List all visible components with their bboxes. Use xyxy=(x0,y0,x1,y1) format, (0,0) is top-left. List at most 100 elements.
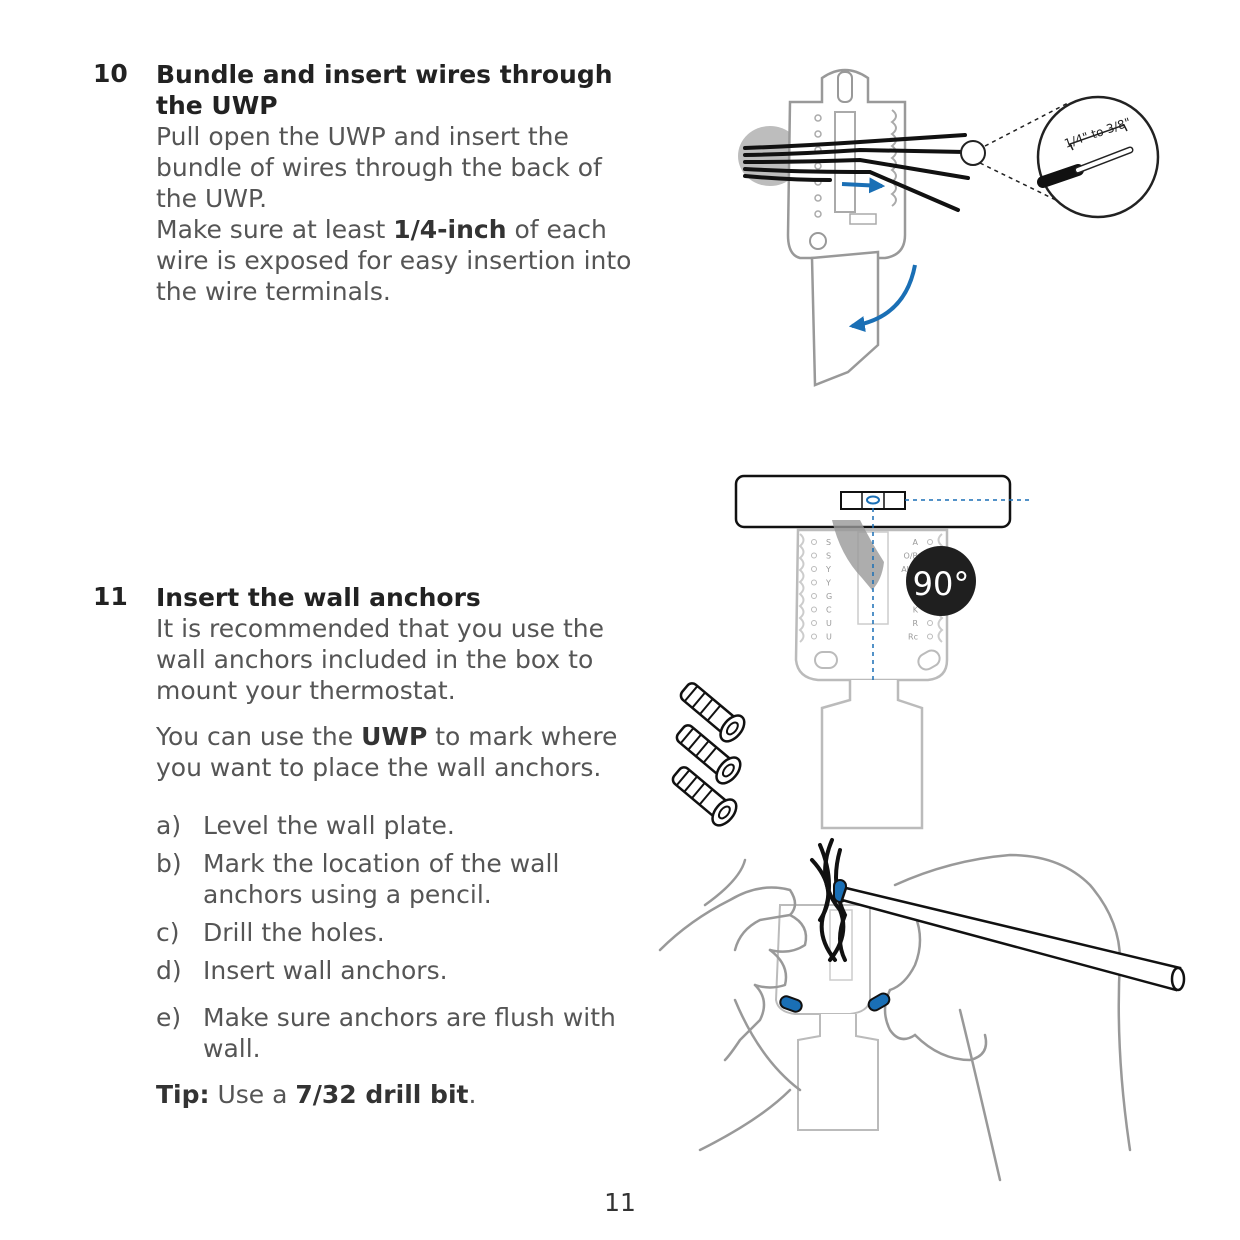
step-10-p1-line1: Pull open the UWP and insert the xyxy=(156,122,569,151)
terminal-screw xyxy=(811,552,817,559)
anchor-mark-left xyxy=(779,995,803,1013)
step-11-number: 11 xyxy=(93,582,128,611)
terminal-label: R xyxy=(912,619,918,628)
wire-stub xyxy=(832,520,884,590)
terminal-label: G xyxy=(826,592,832,601)
step-11-title: Insert the wall anchors xyxy=(156,583,481,612)
list-item-label: c) xyxy=(156,918,180,947)
flap-arrow xyxy=(848,264,917,332)
step-10-p2-line2: wire is exposed for easy insertion into xyxy=(156,246,632,275)
wire-bundle xyxy=(743,133,970,212)
terminal-screw xyxy=(811,566,817,572)
tip-label: Tip: xyxy=(156,1080,210,1109)
step-11-p1-line2: wall anchors included in the box to xyxy=(156,645,594,674)
left-hand xyxy=(658,858,808,1152)
step-11-list: a) Level the wall plate. b) Mark the locat… xyxy=(156,810,636,1064)
terminal-label: S xyxy=(826,552,831,561)
list-item-label: d) xyxy=(156,956,182,985)
list-item-label: e) xyxy=(156,1003,182,1032)
plate-tab xyxy=(849,213,877,225)
terminal-label: C xyxy=(826,606,832,615)
step-11-paragraph-1: It is recommended that you use the wall … xyxy=(156,613,636,706)
terminal-label: S xyxy=(826,538,831,547)
level-vial xyxy=(840,491,906,510)
step-10-title-line1: Bundle and insert wires through xyxy=(156,60,613,89)
wall-anchor xyxy=(671,766,738,827)
step-10-p2-line3: the wire terminals. xyxy=(156,277,391,306)
terminal-label: Y xyxy=(825,579,831,588)
terminal-label: K xyxy=(913,606,919,615)
plate-flap-2 xyxy=(820,680,924,830)
terminal-screw xyxy=(811,593,817,599)
step-10-paragraph-2: Make sure at least 1/4-inch of each wire… xyxy=(156,214,636,307)
right-hand xyxy=(883,853,1132,1182)
level-bubble xyxy=(809,232,827,250)
zoom-callout-circle xyxy=(1036,95,1160,219)
step-10-paragraph-1: Pull open the UWP and insert the bundle … xyxy=(156,121,636,214)
step-11-p2-bold: UWP xyxy=(361,722,428,751)
pencil-icon xyxy=(840,886,1186,992)
plate-flap-3 xyxy=(797,1014,879,1131)
step-10-p1-line3: the UWP. xyxy=(156,184,268,213)
step-11-block: Insert the wall anchors It is recommende… xyxy=(156,582,636,1110)
anchor-hole-right xyxy=(917,649,941,671)
hands-marking-illustration xyxy=(658,838,1186,1182)
terminal-screw xyxy=(811,620,817,626)
list-item-text: Insert wall anchors. xyxy=(203,956,448,985)
terminal-column-right xyxy=(890,109,897,207)
angle-badge xyxy=(906,546,976,616)
terminal-screw xyxy=(811,606,817,613)
list-item-text-line2: anchors using a pencil. xyxy=(203,880,492,909)
plate-slot xyxy=(837,71,853,103)
list-item-text: Drill the holes. xyxy=(203,918,385,947)
list-item-label: a) xyxy=(156,811,182,840)
wire-bundle-2 xyxy=(810,838,848,962)
page-number: 11 xyxy=(604,1188,636,1217)
step-11-paragraph-2: You can use the UWP to mark where you wa… xyxy=(156,721,636,783)
step-11-p2-pre: You can use the xyxy=(156,722,362,751)
tip-post: . xyxy=(468,1080,477,1109)
step-10-p2-bold: 1/4-inch xyxy=(393,215,507,244)
terminal-screw xyxy=(811,579,817,586)
terminal-label: U xyxy=(826,633,832,642)
uwp-wiring-illustration: 1/4" to 3/8" xyxy=(738,68,1160,387)
wall-anchor xyxy=(679,682,746,743)
list-item-text: Level the wall plate. xyxy=(203,811,455,840)
terminal-label: U xyxy=(826,619,832,628)
step-10-number: 10 xyxy=(93,59,128,88)
tip-pre: Use a xyxy=(209,1080,296,1109)
zoom-target-circle xyxy=(960,140,986,166)
list-item-text-line2: wall. xyxy=(203,1034,261,1063)
step-11-p2-post: to mark where xyxy=(427,722,618,751)
step-11-p2-line2: you want to place the wall anchors. xyxy=(156,753,602,782)
step-10-block: Bundle and insert wires through the UWP … xyxy=(156,59,636,307)
anchor-hole-left xyxy=(814,651,838,669)
list-item: a) Level the wall plate. xyxy=(156,810,636,841)
terminal-screw xyxy=(927,633,933,640)
tip-text: Tip: Use a 7/32 drill bit. xyxy=(156,1079,636,1110)
plate-flap xyxy=(810,250,880,387)
anchor-mark-right xyxy=(867,992,891,1012)
list-item-text: Make sure anchors are flush with xyxy=(203,1003,616,1032)
list-item: d) Insert wall anchors. xyxy=(156,955,636,986)
wire-insulation xyxy=(1037,164,1084,188)
list-item: c) Drill the holes. xyxy=(156,917,636,948)
wall-anchors-illustration xyxy=(671,682,746,827)
insert-arrow xyxy=(841,177,886,194)
step-10-title-line2: the UWP xyxy=(156,91,278,120)
terminal-screw xyxy=(927,620,933,626)
terminal-label: A xyxy=(913,538,919,547)
step-10-title: Bundle and insert wires through the UWP xyxy=(156,59,636,121)
angle-badge-text: 90° xyxy=(913,565,970,603)
list-item-label: b) xyxy=(156,849,182,878)
list-item-text: Mark the location of the wall xyxy=(203,849,560,878)
terminal-label: O/B xyxy=(904,552,918,561)
step-11-p1-line3: mount your thermostat. xyxy=(156,676,456,705)
step-11-p1-line1: It is recommended that you use the xyxy=(156,614,605,643)
terminal-label: Rc xyxy=(908,633,918,642)
